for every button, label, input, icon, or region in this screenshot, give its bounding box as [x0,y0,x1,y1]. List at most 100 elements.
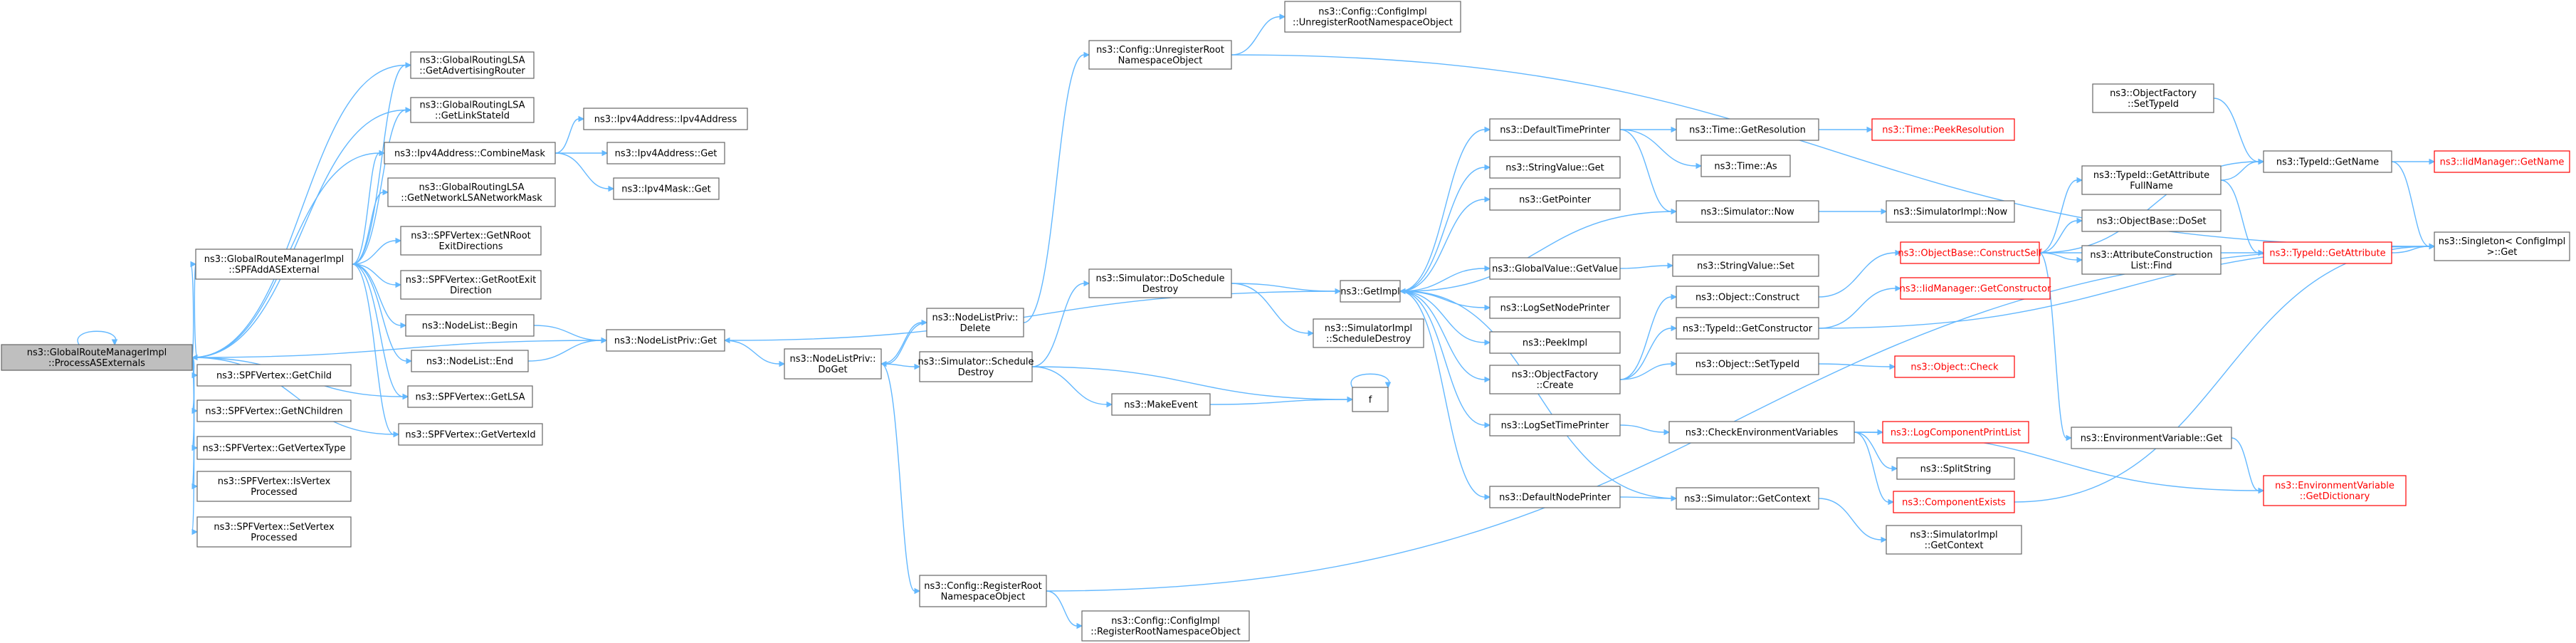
node-cfgimplreg[interactable]: ns3::Config::ConfigImpl::RegisterRootNam… [1081,610,1250,642]
node-timepeekres[interactable]: ns3::Time::PeekResolution [1871,118,2015,141]
node-strvalget[interactable]: ns3::StringValue::Get [1489,156,1621,179]
node-box [1871,118,2015,141]
edge-spfadd-to-getnetmask [352,192,384,265]
node-iidgetname[interactable]: ns3::IidManager::GetName [2434,150,2570,173]
node-box [405,314,535,337]
node-label-line: ns3::ObjectBase::ConstructSelf [1898,249,2042,259]
node-label-line: List::Find [2130,261,2172,271]
node-label-line: ns3::Time::GetResolution [1689,125,1806,136]
node-compexists[interactable]: ns3::ComponentExists [1893,491,2015,513]
node-logsetnodeprinter[interactable]: ns3::LogSetNodePrinter [1489,296,1621,319]
node-peekimpl[interactable]: ns3::PeekImpl [1489,331,1621,354]
edge-objfactorycreate-to-objsettypeid [1619,363,1672,380]
node-iidgetctor[interactable]: ns3::IidManager::GetConstructor [1900,277,2051,300]
node-getlinkstateid[interactable]: ns3::GlobalRoutingLSA::GetLinkStateId [410,97,535,123]
node-nlpget[interactable]: ns3::NodeListPriv::Get [606,329,725,352]
node-box [1894,355,2015,378]
edge-spfadd-to-getnrootexit [352,240,396,265]
node-ipv4get[interactable]: ns3::Ipv4Address::Get [606,142,725,164]
node-nlpdoget[interactable]: ns3::NodeListPriv::DoGet [784,348,882,380]
node-defnodeprinter[interactable]: ns3::DefaultNodePrinter [1489,486,1621,508]
node-nodelistbegin[interactable]: ns3::NodeList::Begin [405,314,535,337]
node-makeevent[interactable]: ns3::MakeEvent [1111,393,1211,416]
node-combinemask[interactable]: ns3::Ipv4Address::CombineMask [384,142,556,164]
edge-simgetcontext-to-implgetcontext [1818,498,1882,540]
edge-getimpl-to-logsettimeprinter [1399,291,1486,426]
node-box [196,516,352,548]
node-singletonget[interactable]: ns3::Singleton< ConfigImpl>::Get [2434,231,2570,261]
node-box [1672,254,1819,277]
node-label-line: ns3::Singleton< ConfigImpl [2439,236,2565,247]
node-root[interactable]: ns3::GlobalRouteManagerImpl::ProcessASEx… [1,344,193,371]
node-getchild[interactable]: ns3::SPFVertex::GetChild [196,364,352,387]
node-objconstruct[interactable]: ns3::Object::Construct [1676,286,1819,308]
node-getvertextype[interactable]: ns3::SPFVertex::GetVertexType [196,436,352,460]
node-objbaseconstructself[interactable]: ns3::ObjectBase::ConstructSelf [1898,241,2042,264]
node-timegetres[interactable]: ns3::Time::GetResolution [1676,118,1819,141]
node-typegetctor[interactable]: ns3::TypeId::GetConstructor [1676,317,1819,340]
node-objfactorycreate[interactable]: ns3::ObjectFactory::Create [1489,365,1621,394]
node-splitstring[interactable]: ns3::SplitString [1896,457,2015,480]
node-label-line: ns3::NodeListPriv::Get [614,336,717,347]
node-getnetmask[interactable]: ns3::GlobalRoutingLSA::GetNetworkLSANetw… [387,177,556,207]
node-label-line: ns3::ObjectFactory [2110,88,2197,99]
node-cfgimplunreg[interactable]: ns3::Config::ConfigImpl::UnregisterRootN… [1284,1,1461,33]
edge-root-to-setvertexprocessed [191,357,195,533]
node-label-line: ns3::SPFVertex::GetChild [216,371,332,382]
node-cfgreg[interactable]: ns3::Config::RegisterRootNamespaceObject [919,575,1047,607]
edge-getimpl-to-globalvalget [1399,268,1486,292]
node-getvertexid[interactable]: ns3::SPFVertex::GetVertexId [398,423,543,446]
node-box [2263,150,2392,173]
node-simgetcontext[interactable]: ns3::Simulator::GetContext [1676,487,1819,510]
node-implscheddestroy[interactable]: ns3::SimulatorImpl::ScheduleDestroy [1313,318,1424,348]
node-logsettimeprinter[interactable]: ns3::LogSetTimePrinter [1489,414,1621,436]
node-box [1489,156,1621,179]
node-cfgunreg[interactable]: ns3::Config::UnregisterRootNamespaceObje… [1088,40,1232,70]
node-typegetname[interactable]: ns3::TypeId::GetName [2263,150,2392,173]
node-getnchildren[interactable]: ns3::SPFVertex::GetNChildren [196,399,352,422]
node-simnow[interactable]: ns3::Simulator::Now [1676,200,1819,223]
edge-spfadd-to-getrootexit [352,263,396,286]
node-label-line: ns3::Simulator::GetContext [1684,494,1810,505]
node-objsettypeid[interactable]: ns3::Object::SetTypeId [1676,352,1819,375]
node-envvargetdict[interactable]: ns3::EnvironmentVariable::GetDictionary [2263,475,2407,506]
node-scheddestroy[interactable]: ns3::Simulator::ScheduleDestroy [918,351,1034,382]
node-getlsa[interactable]: ns3::SPFVertex::GetLSA [407,385,533,408]
edge-scheddestroy-to-f [1031,366,1348,400]
node-deftimeprinter[interactable]: ns3::DefaultTimePrinter [1489,118,1621,141]
node-label-line: ns3::GlobalRoutingLSA [420,100,525,111]
node-label-line: ns3::LogSetTimePrinter [1501,421,1609,432]
node-envvarget[interactable]: ns3::EnvironmentVariable::Get [2071,427,2232,449]
node-objcheck[interactable]: ns3::Object::Check [1894,355,2015,378]
node-strvalset[interactable]: ns3::StringValue::Set [1672,254,1819,277]
edge-arrowhead [1308,330,1315,337]
node-timeas[interactable]: ns3::Time::As [1700,155,1791,177]
node-objbasedoset[interactable]: ns3::ObjectBase::DoSet [2081,209,2222,232]
node-getpointer[interactable]: ns3::GetPointer [1489,188,1621,211]
node-getimpl[interactable]: ns3::GetImpl [1340,280,1401,303]
edge-arrowhead [405,107,412,113]
node-ipv4maskget[interactable]: ns3::Ipv4Mask::Get [613,177,720,200]
node-nlpdelete[interactable]: ns3::NodeListPriv::Delete [926,308,1024,338]
edge-arrowhead [1881,536,1888,543]
node-implgetcontext[interactable]: ns3::SimulatorImpl::GetContext [1886,525,2022,555]
node-objfactorysettypeid[interactable]: ns3::ObjectFactory::SetTypeId [2092,83,2214,113]
node-f[interactable]: f [1352,387,1389,412]
node-nodelistend[interactable]: ns3::NodeList::End [411,350,529,372]
node-ipv4ctor[interactable]: ns3::Ipv4Address::Ipv4Address [583,108,748,130]
node-logcompprintlist[interactable]: ns3::LogComponentPrintList [1882,421,2029,444]
node-getadvrouter[interactable]: ns3::GlobalRoutingLSA::GetAdvertisingRou… [410,51,535,79]
node-implnow[interactable]: ns3::SimulatorImpl::Now [1886,200,2015,223]
node-typegetattr[interactable]: ns3::TypeId::GetAttribute [2263,241,2392,264]
node-globalvalget[interactable]: ns3::GlobalValue::GetValue [1489,257,1621,280]
node-checkenv[interactable]: ns3::CheckEnvironmentVariables [1668,421,1855,444]
node-spfadd[interactable]: ns3::GlobalRouteManagerImpl::SPFAddASExt… [195,249,353,280]
node-label-line: ns3::Config::ConfigImpl [1318,7,1427,18]
